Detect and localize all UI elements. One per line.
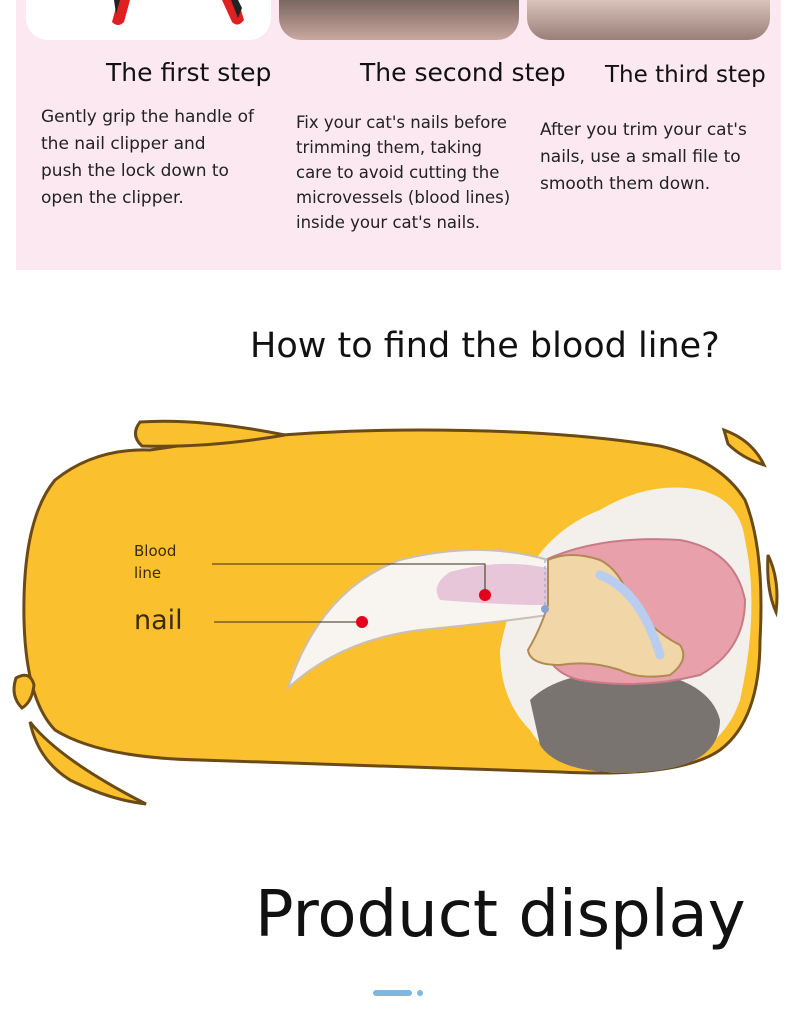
step-three-image	[527, 0, 770, 40]
cat-claw-diagram: Blood line nail	[0, 400, 790, 820]
step-three-title: The third step	[605, 62, 766, 88]
cut-guide-marker	[541, 605, 549, 613]
blob-sliver-bottom-left	[28, 721, 147, 806]
paw-pad-shape	[530, 670, 720, 773]
step-two-title: The second step	[360, 58, 566, 87]
blood-line-marker	[479, 589, 491, 601]
blood-line-area	[436, 563, 548, 605]
clipper-handles-icon	[112, 0, 244, 25]
step-two-image	[279, 0, 519, 40]
nail-label: nail	[134, 605, 183, 636]
blob-sliver-right	[766, 554, 779, 618]
blood-line-leader	[212, 563, 486, 592]
tendon-shape	[595, 570, 665, 660]
steps-panel	[16, 0, 781, 270]
step-two-text: Fix your cat's nails before trimming the…	[296, 113, 511, 232]
claw-illustration	[12, 419, 779, 806]
step-three-text: After you trim your cat's nails, use a s…	[540, 120, 747, 194]
blood-line-heading: How to find the blood line?	[250, 326, 720, 366]
pager-dot[interactable]	[417, 990, 423, 996]
blob-sliver-right-top	[721, 427, 767, 468]
step-one-text: Gently grip the handle of the nail clipp…	[41, 107, 254, 208]
blob-sliver-top	[134, 419, 286, 448]
product-display-heading: Product display	[255, 878, 746, 952]
bone-shape	[526, 554, 685, 678]
nail-marker	[356, 616, 368, 628]
blood-line-label: Blood line	[134, 542, 177, 582]
pager-active-indicator[interactable]	[373, 990, 412, 996]
blob-sliver-left	[12, 673, 36, 710]
step-one-image	[26, 0, 271, 40]
step-one-title: The first step	[106, 58, 272, 87]
